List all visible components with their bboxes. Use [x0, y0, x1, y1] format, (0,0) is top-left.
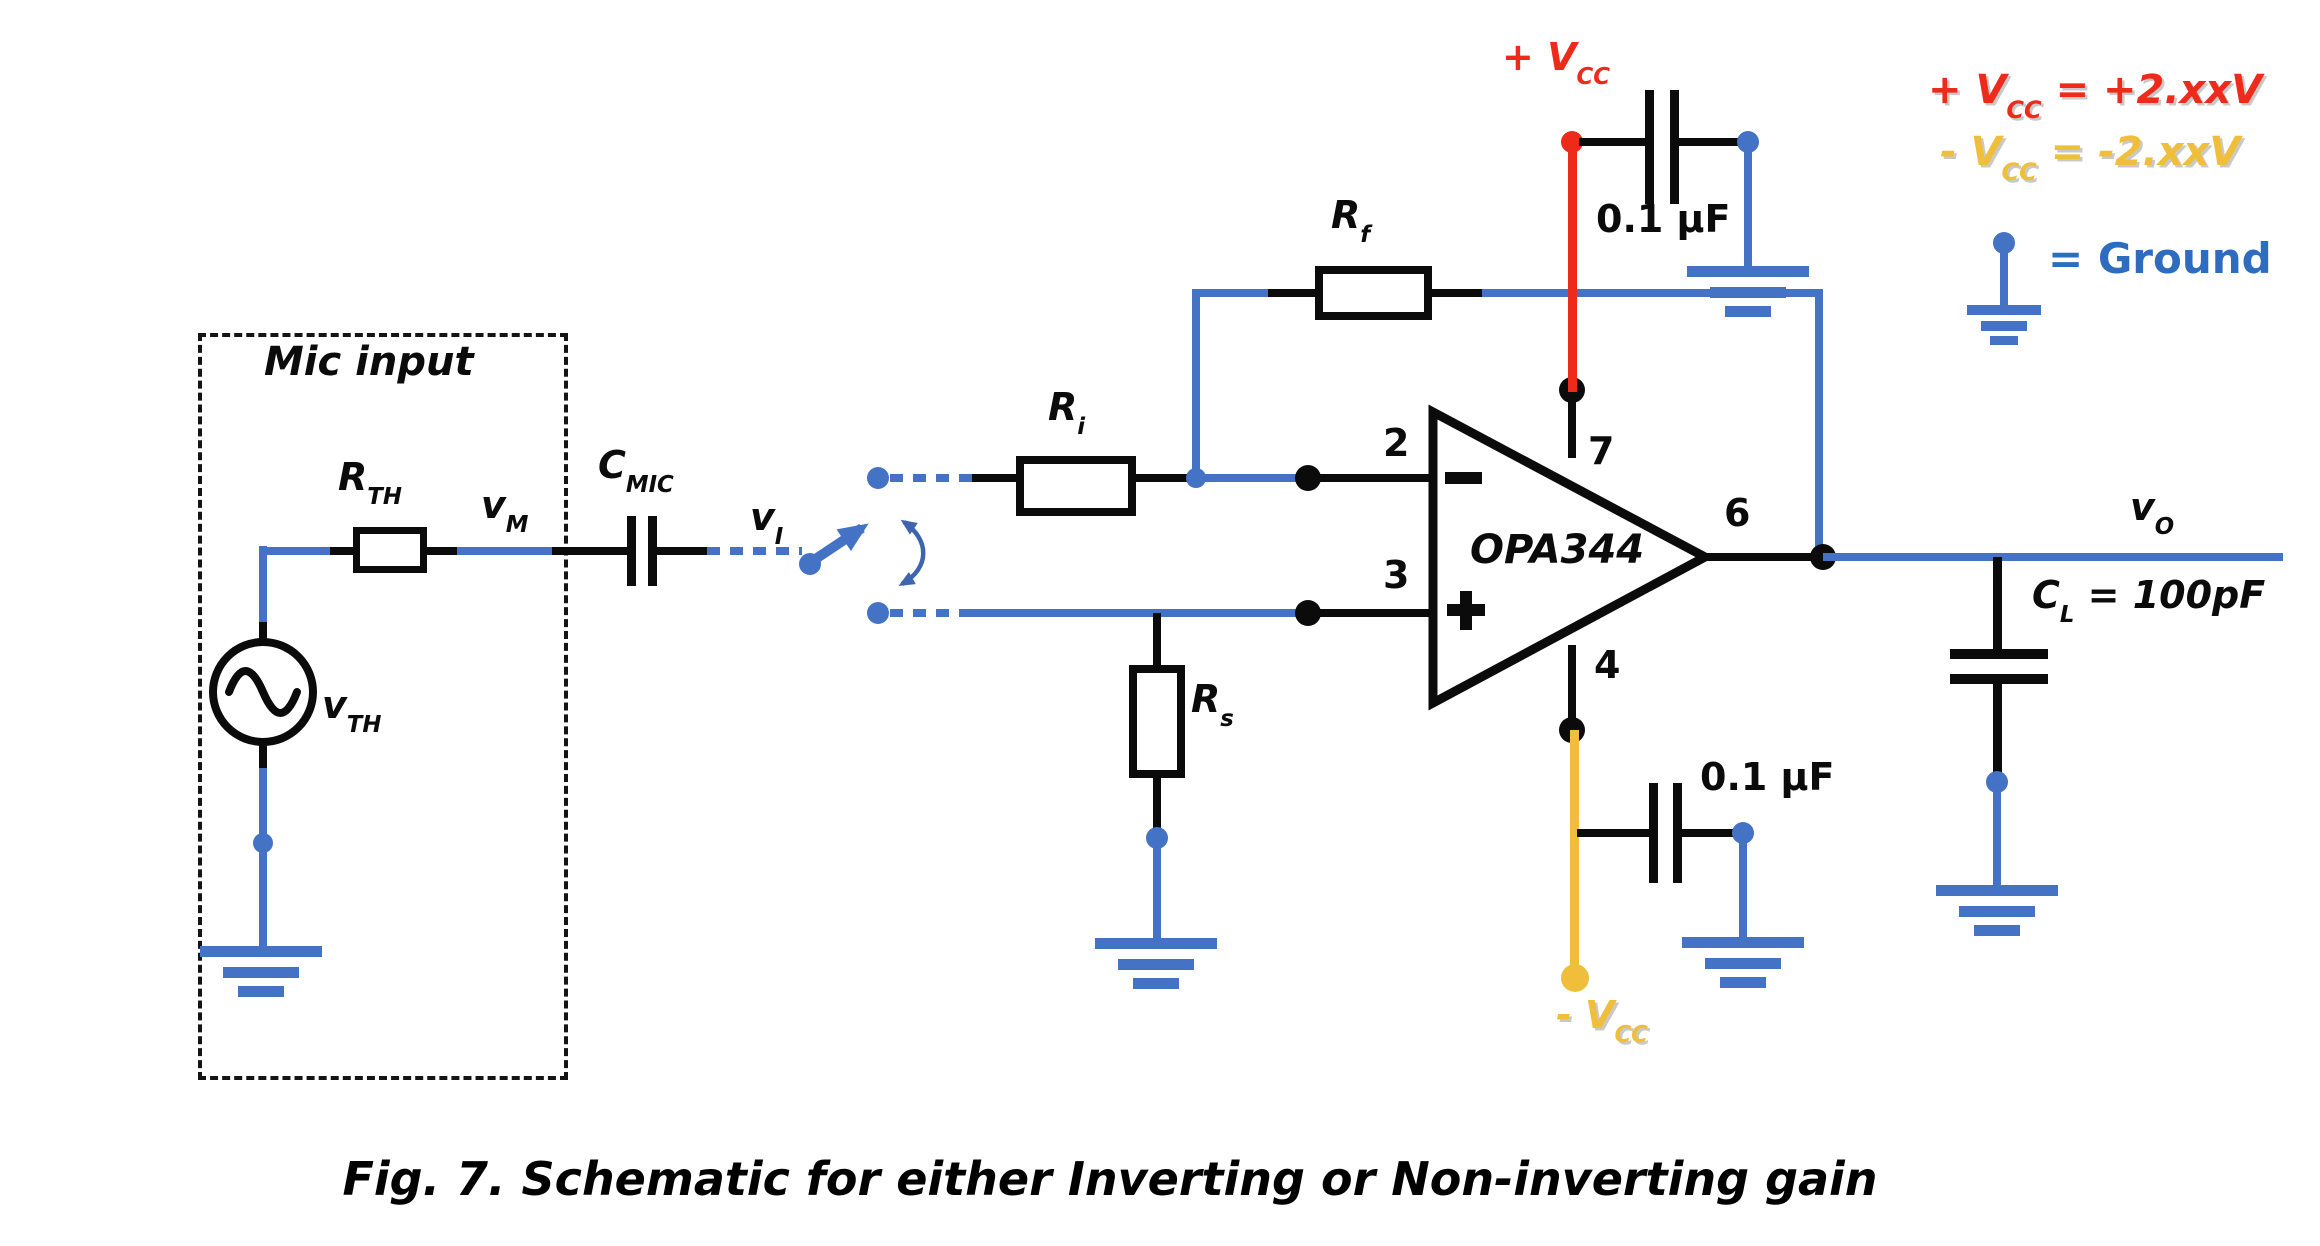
wire-dotted-to-switch [707, 547, 802, 555]
pin7-number: 7 [1588, 429, 1615, 473]
bottom-cap-value: 0.1 µF [1700, 755, 1835, 799]
figure-caption: Fig. 7. Schematic for either Inverting o… [342, 1152, 1878, 1206]
inverting-minus-icon [1445, 472, 1482, 484]
wire-src-bot-stub [259, 740, 267, 772]
wire-src-top-stub [259, 616, 267, 646]
legend-negative-supply: - VCC = -2.xxV [1940, 129, 2241, 186]
wire-src-to-ground [259, 768, 267, 948]
pin6-number: 6 [1724, 491, 1751, 535]
mic-input-title: Mic input [264, 339, 474, 385]
cl-label: CL = 100pF [2032, 573, 2266, 629]
vm-label: vM [481, 483, 529, 539]
pin4-number: 4 [1594, 643, 1621, 687]
cl-ground-icon [1936, 885, 2058, 896]
cmic-label: CMIC [598, 443, 674, 499]
pin3-number: 3 [1383, 553, 1410, 597]
ac-source-icon [209, 638, 317, 746]
mic-ground-node-dot [253, 833, 273, 853]
vcc-positive-label: + VCC [1502, 35, 1610, 91]
legend-ground-icon [1967, 305, 2041, 315]
cl-capacitor [1950, 649, 2048, 659]
top-cap-value: 0.1 µF [1596, 197, 1731, 241]
pin2-number: 2 [1383, 421, 1410, 465]
wire-vcc-positive [1568, 140, 1577, 392]
legend-ground-label: = Ground [2048, 234, 2272, 283]
rs-resistor [1129, 665, 1185, 778]
rs-ground-icon [1095, 938, 1217, 949]
switch-arm-icon [811, 519, 926, 586]
vo-label: vO [2130, 485, 2175, 541]
vcc-negative-node-dot [1561, 964, 1589, 992]
switch-toggle-arrow-icon [898, 519, 926, 586]
top-cap-ground-icon [1687, 266, 1809, 277]
bottom-cap-ground-icon [1682, 937, 1804, 948]
mic-input-box [198, 333, 568, 1080]
ri-label: Ri [1048, 385, 1086, 441]
switch-lower-contact-dot[interactable] [867, 602, 889, 624]
rth-resistor [353, 527, 427, 573]
wire-noninv-input [972, 609, 1308, 617]
rf-label: Rf [1331, 193, 1371, 249]
wire-feedback-top [1482, 289, 1823, 297]
mic-ground-icon [200, 946, 322, 957]
cmic-capacitor [627, 516, 636, 586]
opamp-triangle-icon [1428, 404, 1715, 711]
rs-label: Rs [1191, 677, 1234, 733]
legend-positive-supply: + VCC = +2.xxV [1928, 67, 2263, 124]
bottom-decoupling-capacitor [1649, 783, 1658, 883]
wire-feedback-up [1192, 289, 1200, 482]
wire-vcc-negative [1570, 730, 1579, 970]
wire-feedback-down [1815, 289, 1823, 561]
switch-upper-contact-dot[interactable] [867, 467, 889, 489]
vcc-positive-node-dot [1561, 131, 1583, 153]
wire-vm [457, 547, 552, 555]
top-decoupling-capacitor [1645, 90, 1654, 204]
wire-src-up [259, 546, 267, 622]
wire-src-elbow [259, 547, 334, 555]
wire-output [1823, 553, 2283, 561]
rf-resistor [1315, 266, 1432, 320]
ri-resistor [1016, 456, 1136, 516]
vth-label: vTH [322, 683, 382, 739]
vcc-negative-label: - VCC [1556, 993, 1648, 1049]
opamp-part-label: OPA344 [1470, 527, 1645, 573]
rth-label: RTH [338, 455, 402, 511]
vi-label: vI [750, 495, 784, 551]
